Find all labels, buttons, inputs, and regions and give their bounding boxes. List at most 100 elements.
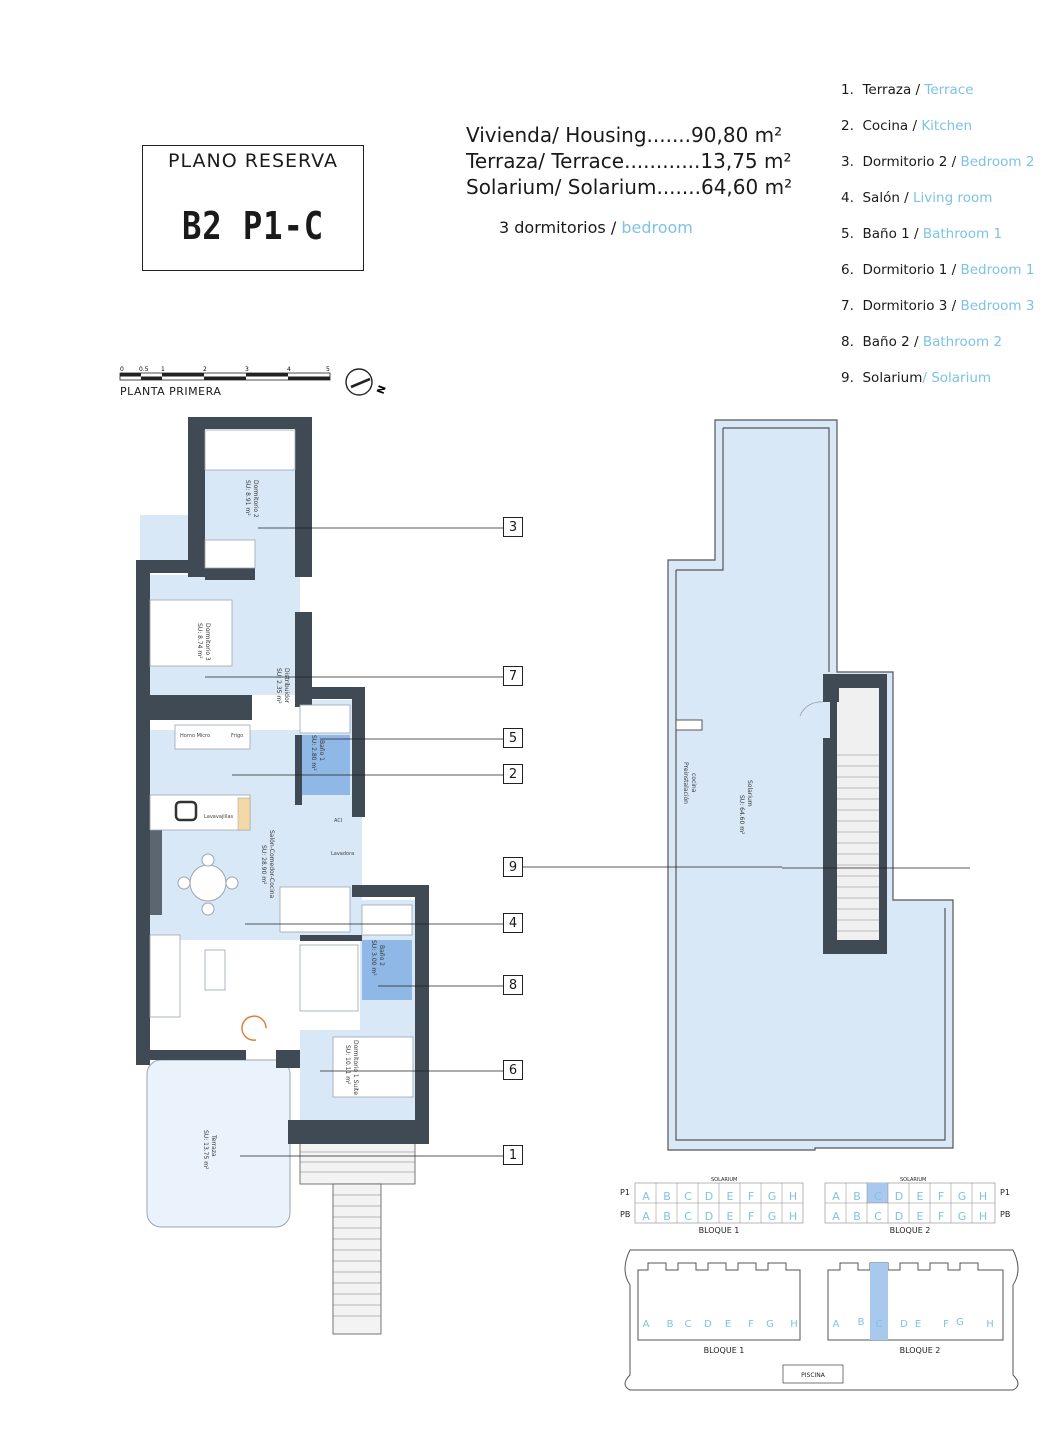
svg-text:H: H [986,1319,994,1330]
floor-label: PLANTA PRIMERA [120,385,222,398]
oven-label: Horno Micro [180,733,210,739]
room-label-dormitorio3: Dormitorio 3 [204,623,211,661]
legend-item: 3. Dormitorio 2 / Bedroom 2 [841,154,1035,170]
room-area-solarium: SU: 64.60 m² [738,795,745,835]
legend-item: 7. Dormitorio 3 / Bedroom 3 [841,298,1035,314]
svg-text:C: C [874,1210,882,1223]
legend-item: 8. Baño 2 / Bathroom 2 [841,334,1003,350]
scale-bar: 0 0.5 1 2 3 4 5 [119,366,331,381]
scale-tick: 2 [203,366,207,373]
scale-tick: 4 [287,366,291,373]
title-box: PLANO RESERVA B2 P1-C [142,145,364,271]
svg-text:C: C [685,1319,692,1330]
plano-reserva-label: PLANO RESERVA [168,150,338,172]
svg-text:A: A [833,1319,840,1330]
svg-text:F: F [943,1319,949,1330]
room-area-bano1: SU: 2.80 m² [310,735,317,771]
svg-text:G: G [766,1319,774,1330]
solarium-plan: Solarium SU: 64.60 m² Preinstalación coc… [667,419,970,1151]
svg-text:D: D [704,1319,712,1330]
svg-text:C: C [876,1319,883,1330]
bathroom-2-fill [362,940,412,1000]
svg-text:A: A [643,1319,650,1330]
svg-text:N: N [376,384,389,396]
callout-1: 1 [503,1145,523,1165]
room-label-bano2: Baño 2 [378,945,385,966]
site-bloque-1-label: BLOQUE 1 [704,1346,745,1355]
row-p1-right: P1 [1000,1188,1010,1197]
preinstalacion-sub: cocina [690,773,697,793]
room-label-salon: Salón-Comedor-Cocina [268,830,275,899]
svg-text:E: E [917,1210,924,1223]
svg-text:H: H [789,1190,797,1203]
callout-7: 7 [503,666,523,686]
room-label-dormitorio2: Dormitorio 2 [252,480,259,518]
svg-text:G: G [768,1190,777,1203]
legend-item: 2. Cocina / Kitchen [841,118,973,134]
svg-text:E: E [727,1190,734,1203]
room-area-dormitorio1: SU: 10.11 m² [344,1045,351,1085]
callout-8: 8 [503,975,523,995]
callout-9: 9 [503,857,523,877]
room-label-terraza: Terraza [210,1134,217,1157]
callout-5: 5 [503,728,523,748]
legend-item: 9. Solarium/ Solarium [841,370,992,386]
svg-text:G: G [958,1190,967,1203]
legend-item: 6. Dormitorio 1 / Bedroom 1 [841,262,1035,278]
row-p1-left: P1 [620,1188,630,1197]
washer-label: Lavadora [331,851,354,857]
svg-text:F: F [938,1190,944,1203]
floor-plan: Dormitorio 2 SU: 8.91 m² Dormitorio 3 SU… [136,417,503,1335]
room-area-dormitorio2: SU: 8.91 m² [244,480,251,516]
callout-2: 2 [503,764,523,784]
svg-text:B: B [853,1210,861,1223]
bloque-2-label: BLOQUE 2 [890,1226,931,1235]
scale-tick: 0 [120,366,124,373]
scale-tick: 3 [245,366,249,373]
scale-tick: 5 [326,366,330,373]
bloque-1-label: BLOQUE 1 [699,1226,740,1235]
svg-text:G: G [768,1210,777,1223]
room-label-bano1: Baño 1 [318,740,325,761]
svg-text:H: H [789,1210,797,1223]
site-bloque-2-label: BLOQUE 2 [900,1346,941,1355]
scale-tick: 0.5 [139,366,149,373]
room-label-solarium: Solarium [746,780,753,807]
svg-text:F: F [748,1190,754,1203]
north-arrow-icon: N [345,368,389,396]
area-housing: Vivienda/ Housing.......90,80 m² [466,123,783,147]
svg-text:G: G [956,1317,964,1328]
svg-text:D: D [895,1190,903,1203]
terrace-area [146,1059,291,1228]
svg-text:D: D [705,1210,713,1223]
room-label-dormitorio1: Dormitorio 1 Suite [352,1040,359,1095]
svg-text:A: A [832,1190,840,1203]
legend-item: 4. Salón / Living room [841,190,993,206]
svg-text:F: F [938,1210,944,1223]
svg-text:A: A [642,1190,650,1203]
room-area-distribuidor: SU: 2.35 m² [275,668,282,704]
svg-text:H: H [979,1190,987,1203]
room-legend: 1. Terraza / Terrace 2. Cocina / Kitchen… [841,78,1046,402]
svg-text:B: B [663,1190,671,1203]
svg-text:B: B [858,1317,865,1328]
svg-text:H: H [979,1210,987,1223]
row-pb-left: PB [620,1210,630,1219]
room-area-dormitorio3: SU: 8.74 m² [196,623,203,659]
svg-text:C: C [684,1210,692,1223]
callout-4: 4 [503,913,523,933]
piscina-label: PISCINA [801,1372,826,1379]
preinstalacion-label: Preinstalación [682,762,689,804]
bathroom-1-fill [302,735,350,795]
area-terrace: Terraza/ Terrace............13,75 m² [466,149,792,173]
area-solarium: Solarium/ Solarium.......64,60 m² [466,175,793,199]
solarium-tag-1: SOLARIUM [711,1177,737,1183]
svg-text:E: E [917,1190,924,1203]
svg-text:F: F [748,1210,754,1223]
room-label-distribuidor: Distribuidor [283,668,290,704]
callout-3: 3 [503,517,523,537]
row-pb-right: PB [1000,1210,1010,1219]
areas-block: Vivienda/ Housing.......90,80 m² Terraza… [466,122,792,200]
